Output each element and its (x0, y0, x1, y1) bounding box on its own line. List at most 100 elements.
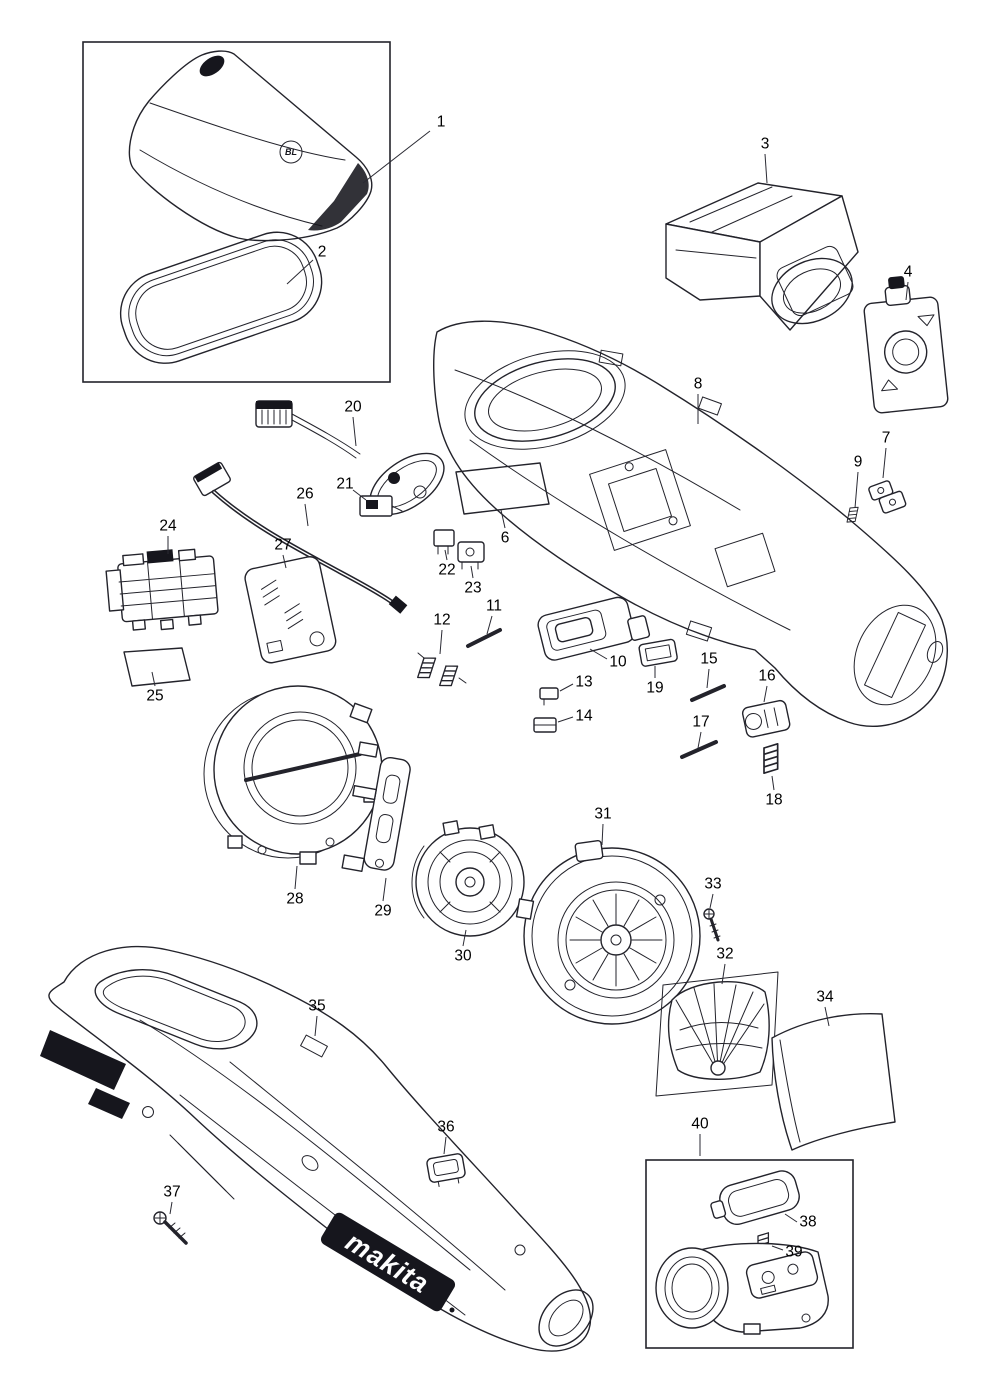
part-number-25: 25 (146, 688, 163, 705)
part-11-pin (466, 628, 502, 648)
part-34-cover-plate (771, 1013, 896, 1151)
callout-leader-6 (500, 509, 506, 529)
part-22-switch (433, 529, 455, 555)
part-24-terminal-block (105, 548, 219, 631)
part-19-holder (638, 638, 678, 667)
part-number-28: 28 (286, 891, 303, 908)
part-13-clip (539, 687, 559, 706)
part-number-1: 1 (437, 114, 446, 131)
part-37-screw (153, 1211, 188, 1245)
callout-leader-15 (706, 668, 710, 689)
callout-leader-31 (601, 823, 604, 846)
callout-leader-12 (439, 629, 443, 655)
part-number-33: 33 (704, 876, 721, 893)
part-number-39: 39 (785, 1244, 802, 1261)
callout-leader-20 (352, 416, 357, 447)
callout-leader-30 (462, 929, 467, 947)
callout-leader-1 (362, 130, 431, 184)
part-10-switch-button (537, 596, 651, 661)
brand-registered-dot (449, 1307, 455, 1313)
part-number-15: 15 (700, 651, 717, 668)
bl-badge-ring (279, 140, 303, 164)
part-number-22: 22 (438, 562, 455, 579)
part-number-21: 21 (336, 476, 353, 493)
callout-leader-17 (697, 731, 702, 749)
part-number-19: 19 (646, 680, 663, 697)
part-21-switch-stay (359, 495, 403, 517)
part-number-31: 31 (594, 806, 611, 823)
callout-leader-13 (559, 683, 574, 692)
part-number-13: 13 (575, 674, 592, 691)
callout-leader-36 (443, 1136, 447, 1155)
part-number-10: 10 (609, 654, 627, 671)
callout-leader-4 (905, 281, 909, 301)
callout-leader-10 (589, 648, 608, 660)
callout-leader-3 (764, 153, 768, 184)
callout-leader-34 (824, 1006, 830, 1027)
part-40-nozzle-assembly (655, 1242, 829, 1335)
callout-leader-26 (304, 503, 309, 527)
part-16-latch (741, 699, 791, 738)
part-number-35: 35 (308, 998, 325, 1015)
callout-leader-2 (286, 259, 314, 285)
part-number-9: 9 (854, 454, 863, 471)
callout-leader-32 (721, 963, 726, 985)
part-number-20: 20 (344, 399, 362, 416)
part-number-40: 40 (691, 1116, 709, 1133)
part-12-springs (417, 652, 467, 690)
part-33-screw (703, 908, 721, 942)
part-20-lead-wire-unit (255, 400, 445, 516)
callout-leader-23 (470, 565, 474, 579)
part-number-36: 36 (437, 1119, 454, 1136)
part-6-label-sticker (455, 462, 550, 515)
callout-leader-38 (784, 1213, 798, 1223)
part-28-fan-housing (203, 685, 383, 865)
part-number-12: 12 (433, 612, 450, 629)
part-30-motor (411, 820, 525, 937)
part-26-lead-cable (193, 461, 408, 614)
part-number-8: 8 (694, 376, 703, 393)
part-number-4: 4 (904, 264, 913, 281)
part-number-16: 16 (758, 668, 775, 685)
part-29-bracket (341, 741, 411, 873)
part-number-3: 3 (761, 136, 770, 153)
part-15-pin (690, 684, 726, 702)
part-number-32: 32 (716, 946, 733, 963)
part-27-controller (244, 556, 337, 664)
callout-leader-39 (771, 1245, 784, 1251)
detail-box-cover (82, 41, 391, 383)
part-36-clip (426, 1153, 466, 1187)
part-17-pin (680, 740, 718, 759)
part-number-38: 38 (799, 1214, 816, 1231)
part-23-switch (457, 541, 485, 570)
part-14-clip (533, 717, 557, 733)
part-number-27: 27 (274, 537, 291, 554)
callout-labels: 1234678910111213141516171819202122232425… (146, 114, 912, 1261)
part-number-34: 34 (816, 989, 834, 1006)
part-8-main-housing (433, 320, 948, 727)
callout-leader-28 (294, 865, 298, 890)
callout-leader-11 (486, 615, 493, 635)
callout-leader-18 (771, 775, 775, 791)
callout-leader-22 (444, 549, 448, 561)
callout-leader-29 (382, 877, 387, 902)
part-number-24: 24 (159, 518, 177, 535)
part-number-26: 26 (296, 486, 313, 503)
part-1-top-cover: BL (128, 50, 373, 242)
callout-leader-37 (169, 1201, 173, 1215)
callout-leader-25 (151, 671, 156, 687)
part-4-filter-plate (863, 276, 949, 414)
part-number-14: 14 (575, 708, 593, 725)
callout-leader-16 (763, 685, 768, 703)
callout-leader-9 (854, 471, 859, 509)
bl-badge-label: BL (285, 147, 297, 157)
part-number-6: 6 (501, 530, 510, 547)
part-number-30: 30 (454, 948, 472, 965)
part-3-dust-box (665, 182, 859, 331)
part-number-7: 7 (882, 430, 891, 447)
part-number-29: 29 (374, 903, 391, 920)
part-32-fan-guard (655, 971, 779, 1097)
part-25-pad (123, 647, 191, 687)
